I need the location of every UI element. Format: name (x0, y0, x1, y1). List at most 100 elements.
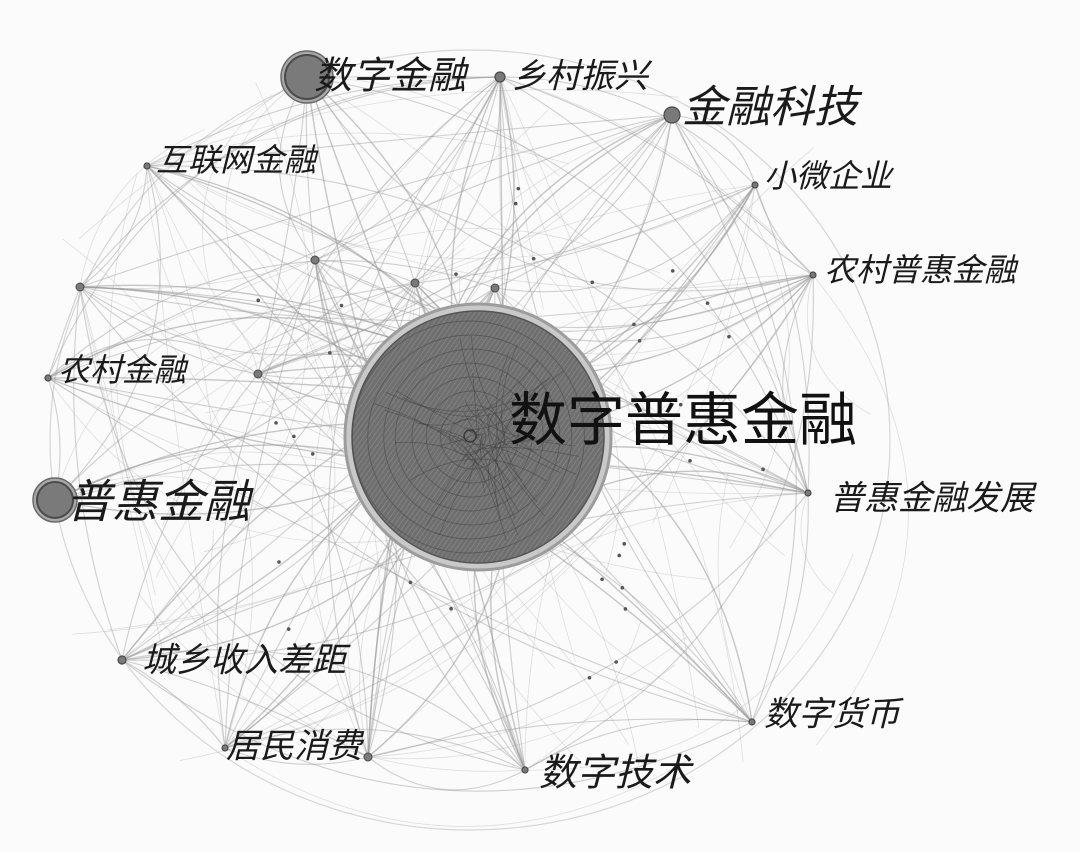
edge (79, 76, 501, 288)
central-node-strand (487, 412, 546, 517)
edge (314, 259, 416, 284)
edge (671, 114, 790, 549)
minor-node (454, 272, 458, 276)
node-5-label: 小微企业 (764, 157, 895, 195)
edge (299, 492, 809, 746)
edge (47, 286, 81, 379)
edge (47, 282, 416, 379)
edge (306, 76, 809, 494)
edge (206, 114, 673, 360)
edge (499, 76, 544, 310)
edge (225, 76, 308, 271)
central-node-ring (383, 348, 561, 526)
edge (79, 114, 673, 288)
edge (54, 331, 183, 501)
minor-node (727, 334, 731, 339)
edge (121, 649, 526, 771)
edge (359, 515, 407, 758)
edge (121, 530, 214, 661)
central-node-strand (385, 377, 551, 412)
edge (524, 553, 854, 771)
edge (79, 286, 753, 723)
edge (499, 76, 700, 728)
edge (671, 114, 814, 276)
node-12-label: 居民消费 (226, 727, 365, 767)
central-node-strand (487, 370, 564, 487)
central-node-strand (408, 458, 547, 482)
edge (499, 76, 777, 237)
edge (257, 284, 348, 375)
central-node-strand (464, 400, 575, 447)
edge (202, 76, 308, 287)
edge (311, 351, 369, 758)
edge (146, 89, 679, 167)
edge (494, 114, 673, 289)
node-11-circle (748, 718, 756, 726)
edge (79, 286, 259, 375)
edge (257, 373, 369, 758)
central-node-strand (467, 433, 490, 490)
minor-node (363, 752, 373, 762)
edge (224, 248, 336, 749)
minor-node (75, 282, 85, 292)
edge (224, 274, 814, 749)
central-node-strand (426, 441, 529, 526)
outer-ring (49, 49, 891, 831)
node-7-label: 农村金融 (58, 351, 189, 389)
edge (224, 728, 526, 771)
edge (367, 409, 718, 758)
edge (179, 184, 756, 762)
minor-node (632, 322, 636, 327)
minor-node (292, 434, 296, 439)
edge (79, 109, 549, 290)
edge (524, 718, 753, 771)
central-node-strand (374, 403, 486, 493)
edge (47, 377, 753, 723)
edge (230, 321, 259, 375)
edge (146, 165, 214, 437)
edge (137, 592, 526, 772)
edge (499, 76, 756, 186)
edge (499, 76, 661, 274)
edge (524, 274, 814, 771)
edge (671, 114, 756, 186)
edge (224, 683, 340, 749)
minor-nodes-layer (75, 186, 765, 762)
node-11-label: 数字货币 (764, 695, 904, 735)
edge (153, 259, 316, 409)
edge (754, 184, 814, 276)
node-8-label: 普惠金融 (66, 475, 254, 529)
edge (257, 114, 673, 375)
edge (79, 165, 148, 288)
edge (671, 114, 809, 494)
edge (121, 659, 369, 758)
edge (367, 492, 809, 758)
edge (54, 282, 416, 501)
edge (306, 76, 814, 292)
minor-node (705, 301, 710, 305)
node-2-label: 乡村振兴 (512, 57, 653, 97)
edge (121, 373, 259, 661)
minor-node (408, 580, 413, 585)
minor-node (587, 675, 592, 680)
edge (121, 82, 310, 661)
central-node-strand (501, 345, 538, 503)
central-node-strand (464, 443, 525, 459)
edge (257, 76, 308, 375)
edge (196, 183, 756, 260)
edge (47, 377, 392, 543)
edge (146, 132, 569, 167)
edge (54, 165, 161, 501)
edge (782, 274, 814, 494)
edge (155, 282, 416, 578)
edge (187, 177, 814, 290)
labels-layer: 数字金融乡村振兴金融科技互联网金融小微企业农村普惠金融农村金融普惠金融普惠金融发… (58, 54, 1037, 795)
minor-node (620, 585, 625, 590)
nodes-layer (32, 50, 817, 774)
central-node-strand (480, 433, 500, 508)
edge (257, 76, 501, 375)
edge (216, 76, 501, 749)
node-6-label: 农村普惠金融 (824, 251, 1019, 289)
minor-node (274, 421, 278, 425)
